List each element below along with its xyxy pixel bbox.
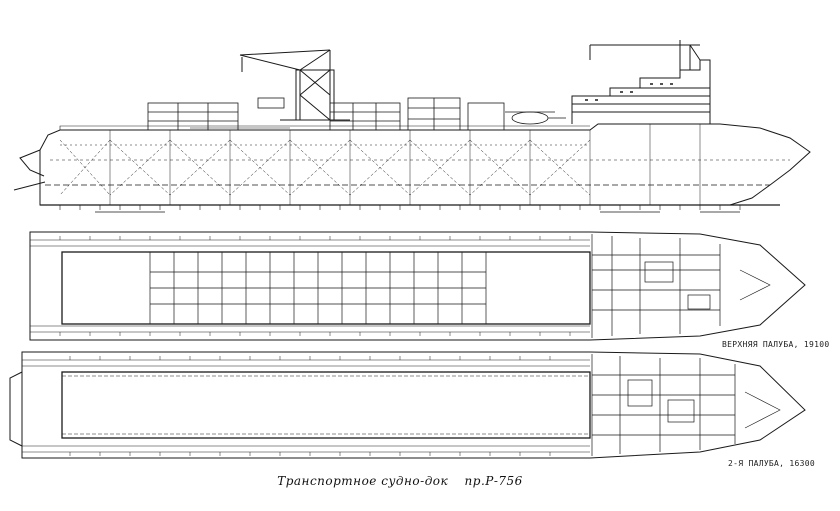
helicopter-icon xyxy=(505,111,566,125)
stern-gate xyxy=(9,371,23,447)
second-deck-label: 2-Я ПАЛУБА, 16300 xyxy=(728,459,815,468)
upper-deck-compartments xyxy=(591,234,771,338)
superstructure xyxy=(571,40,711,124)
caption-title: Транспортное судно-док xyxy=(277,474,449,488)
upper-deck-outline xyxy=(29,231,806,341)
second-deck-compartments xyxy=(591,354,781,456)
second-deck-plan xyxy=(9,351,806,459)
hatch-covers xyxy=(149,252,487,324)
deck-cargo xyxy=(147,97,505,131)
caption-project: пр.Р-756 xyxy=(464,474,523,488)
upper-deck-label: ВЕРХНЯЯ ПАЛУБА, 19100 xyxy=(722,340,830,349)
frame-ticks xyxy=(59,205,741,213)
hull-outline xyxy=(39,123,811,206)
hull-bracing xyxy=(59,139,591,196)
side-profile-view xyxy=(13,40,811,213)
upper-deck-plan xyxy=(29,231,806,341)
second-deck-outline xyxy=(21,351,806,459)
gantry-crane xyxy=(239,49,350,121)
stern-detail xyxy=(13,149,46,191)
second-deck-well-dock xyxy=(61,371,591,439)
upper-deck-well-dock xyxy=(61,251,591,325)
drawing-caption: Транспортное судно-док пр.Р-756 xyxy=(0,474,800,488)
